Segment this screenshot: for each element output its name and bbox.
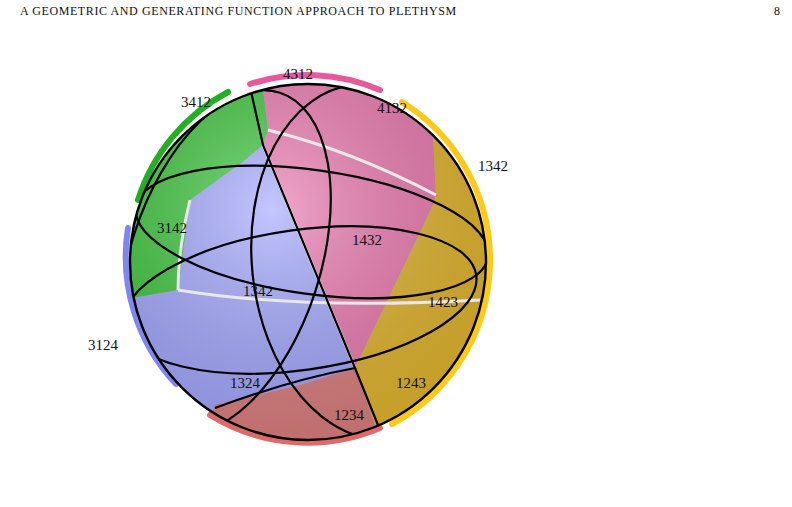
permutation-label: 1423: [428, 294, 458, 311]
permutation-label: 1243: [396, 375, 426, 392]
permutation-label: 1342: [243, 283, 273, 300]
permutation-label: 1342: [478, 158, 508, 175]
permutation-label: 4132: [377, 100, 407, 117]
permutation-label: 1234: [334, 407, 364, 424]
running-header: A GEOMETRIC AND GENERATING FUNCTION APPR…: [20, 5, 457, 18]
sphere-outline: [130, 84, 486, 440]
permutation-label: 3412: [181, 94, 211, 111]
permutation-label: 4312: [283, 66, 313, 83]
permutation-label: 3142: [157, 220, 187, 237]
permutation-label: 3124: [88, 337, 118, 354]
running-header: 8: [774, 5, 781, 18]
permutation-label: 1432: [352, 232, 382, 249]
sphere-regions: [80, 63, 510, 460]
permutation-label: 1324: [230, 375, 260, 392]
region-arcs: [126, 75, 490, 443]
